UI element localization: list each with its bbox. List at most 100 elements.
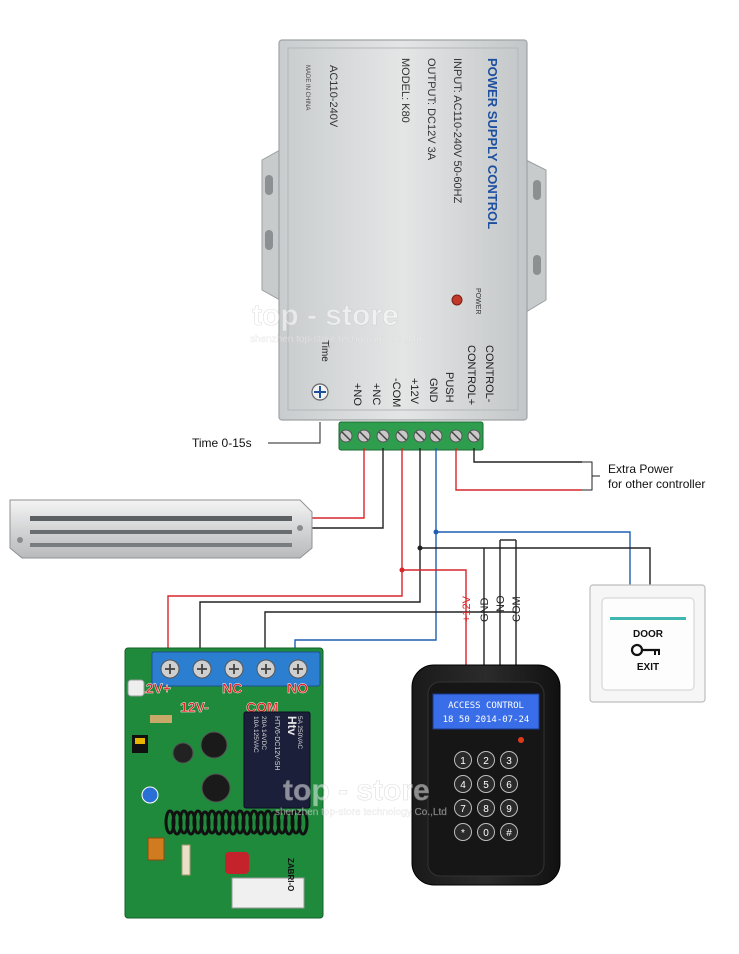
watermark-company: shenzhen top-store technology Co.,Ltd — [275, 807, 447, 818]
wiring — [167, 422, 651, 665]
screw-slot — [469, 431, 479, 441]
psu-ac-rating: AC110-240V — [327, 65, 339, 128]
extra-power-callout-line1: Extra Power — [608, 462, 673, 476]
antenna-coil-turn — [297, 810, 309, 836]
wire-control-plus — [455, 448, 582, 491]
wire-junction — [433, 529, 439, 535]
keypad-key[interactable] — [477, 823, 495, 841]
keypad-key-label: 4 — [460, 780, 466, 791]
keypad-key-label: 5 — [483, 780, 489, 791]
keypad-key[interactable] — [477, 751, 495, 769]
maglock-groove — [30, 543, 292, 547]
wire-label-gnd: GND — [479, 598, 491, 623]
watermark-brand: top - store — [252, 299, 399, 332]
resistor-icon — [150, 715, 172, 723]
keypad-key[interactable] — [500, 775, 518, 793]
keypad-key[interactable] — [477, 775, 495, 793]
relay-terminal-screws — [160, 659, 308, 679]
lcd-line-2: 18 50 2014-07-24 — [443, 715, 530, 725]
psu-model: MODEL: K80 — [399, 58, 411, 123]
wire-gnd-relay — [199, 548, 421, 660]
resistor-icon — [181, 844, 191, 876]
screw-slot — [451, 431, 461, 441]
terminal-label: +NO — [351, 383, 363, 406]
psu-terminal-block — [338, 421, 484, 451]
relay-text: 5A 250VAC — [296, 716, 303, 749]
relay-text: 20A 14VDC — [260, 716, 267, 750]
psu-mount-hole — [533, 180, 541, 200]
keypad-key[interactable] — [454, 799, 472, 817]
wire-label-no: NO — [495, 595, 507, 612]
keypad-key[interactable] — [477, 799, 495, 817]
maglock-screw-icon — [297, 525, 303, 531]
extra-power-callout-line2: for other controller — [608, 477, 705, 491]
maglock-body — [9, 499, 313, 559]
keypad-key-label: 7 — [460, 804, 466, 815]
keypad-key[interactable] — [500, 823, 518, 841]
screw-slot — [431, 431, 441, 441]
keypad-key[interactable] — [454, 775, 472, 793]
keypad-key-label: # — [506, 828, 512, 839]
relay-terminal-label: 12V+ — [138, 680, 171, 696]
psu-title: POWER SUPPLY CONTROL — [485, 58, 500, 229]
key-icon — [630, 643, 660, 657]
trimmer-icon — [141, 786, 159, 804]
exit-button-face — [601, 597, 695, 691]
relay-terminal-label: NO — [287, 680, 308, 696]
capacitor-icon — [172, 742, 194, 764]
rf-module-icon — [225, 852, 249, 874]
watermark-top: top - store shenzhen top-store technolog… — [250, 299, 422, 345]
wire-maglock-com — [312, 448, 384, 529]
relay-terminal-label: 12V- — [180, 699, 209, 715]
terminal-label: +NC — [370, 383, 382, 405]
maglock-groove — [30, 530, 292, 534]
time-label: Time — [319, 340, 330, 362]
terminal-label: -COM — [390, 378, 402, 407]
keypad-key-label: * — [461, 828, 465, 839]
keypad-key[interactable] — [500, 799, 518, 817]
magnetic-lock — [9, 499, 313, 559]
capacitor-icon — [201, 773, 231, 803]
capacitor-icon — [200, 731, 228, 759]
keypad-key[interactable] — [454, 751, 472, 769]
keypad-key[interactable] — [500, 751, 518, 769]
screw-slot — [341, 431, 351, 441]
antenna-coil-icon — [164, 809, 309, 836]
relay-terminal-label: NC — [222, 680, 242, 696]
jumper-cap — [135, 738, 145, 744]
power-led-icon — [451, 294, 463, 306]
relay-text: HTV6-DC12V-SH — [273, 716, 280, 770]
relay-text: 10A 125VAC — [252, 716, 259, 753]
terminal-label: PUSH — [443, 372, 455, 403]
time-callout-line — [268, 422, 321, 444]
exit-button: DOOR EXIT — [589, 584, 706, 703]
screw-slot — [397, 431, 407, 441]
maglock-groove — [30, 516, 292, 521]
screw-slot — [359, 431, 369, 441]
psu-terminal-screws — [339, 429, 481, 443]
wire-junction — [417, 545, 423, 551]
terminal-label: +12V — [408, 378, 420, 405]
lcd-line-1: ACCESS CONTROL — [448, 701, 524, 711]
psu-mount-hole — [533, 255, 541, 275]
reader-status-led-icon — [518, 737, 524, 743]
keypad-key-label: 6 — [506, 780, 512, 791]
relay-component — [243, 711, 311, 809]
wire-push-exit — [435, 448, 631, 585]
exit-button-door-label: DOOR — [633, 629, 664, 640]
psu-mount-hole — [265, 175, 273, 195]
psu-mount-hole — [265, 230, 273, 250]
watermark-bottom: top - store shenzhen top-store technolog… — [275, 774, 447, 818]
wire-control-minus — [473, 448, 582, 463]
rf-relay-board: 12V+ 12V- NC COM NO Htv HTV6-DC12V-SH 20… — [124, 647, 324, 919]
keypad-key[interactable] — [454, 823, 472, 841]
wire-12v-relay — [167, 570, 403, 660]
keypad-key-label: 1 — [460, 756, 466, 767]
psu-front-panel — [287, 47, 519, 411]
psu-power-label: POWER — [474, 288, 481, 314]
reader-lcd — [432, 693, 540, 730]
relay-logo: Htv — [285, 716, 299, 736]
